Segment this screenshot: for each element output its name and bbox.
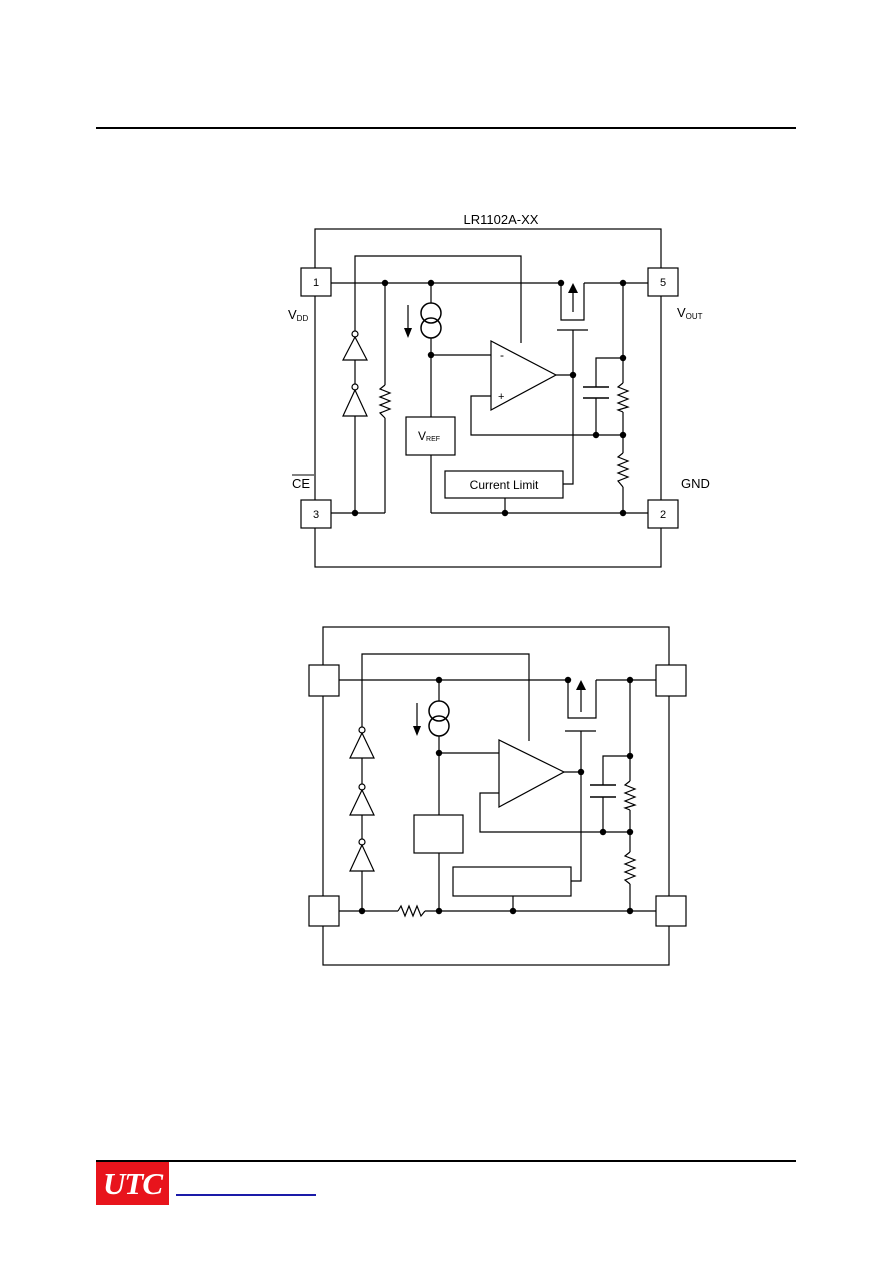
divider-resistor-bottom-2 [623,851,637,885]
cap-branch-wire [595,357,623,435]
pin-box-top-left [308,664,340,697]
current-source-ring-bottom-2 [428,715,450,737]
opamp-icon-2 [498,739,566,809]
pin-2-label: 2 [660,509,666,521]
junction-dot [381,279,389,287]
junction-dot [619,279,627,287]
utc-logo [96,1162,169,1205]
pmos-transistor-icon [557,283,588,485]
block-diagram-variant [308,626,687,966]
pmos-transistor-icon-2 [565,680,597,882]
pin-1-label: 1 [313,277,319,289]
junction-dot [435,907,443,915]
junction-dot [427,279,435,287]
junction-dot [626,907,634,915]
junction-dot [564,676,572,684]
junction-dot [599,828,607,836]
current-source-ring-top [420,302,442,324]
junction-dot [626,752,634,760]
junction-dot [435,749,443,757]
opamp-plus-sign: + [498,391,504,403]
junction-dot [358,907,366,915]
junction-dot [435,676,443,684]
junction-dot [501,509,509,517]
current-limit-box [444,470,564,499]
vdd-label: VDD [288,307,308,323]
gnd-label: GND [681,476,710,491]
junction-dot [427,351,435,359]
block-diagram-lr1102a: LR1102A-XX 1 5 3 2 VDD VOUT CE GND [288,212,710,568]
current-source-ring-bottom [420,317,442,339]
divider-resistor-bottom [616,452,630,488]
junction-dot [626,676,634,684]
inverter-2-icon [342,388,368,417]
inverter-1-icon [342,335,368,361]
divider-resistor-top-2 [623,780,637,811]
vref-box-2 [413,814,464,854]
pin-box-bottom-right [655,895,687,927]
junction-dot [619,354,627,362]
junction-dot [557,279,565,287]
pmos-arrow-icon [568,283,578,293]
utc-logo-text: UTC [103,1166,163,1201]
inverter-3-icon-2 [349,843,375,872]
junction-dot [592,431,600,439]
current-limit-box-2 [452,866,572,897]
opamp-plus-feedback-wire [470,395,623,436]
opamp-minus-sign: - [500,348,504,362]
pmos-arrow-icon-2 [576,680,586,690]
junction-dot [509,907,517,915]
pin-box-top-right [655,664,687,697]
diagram-title: LR1102A-XX [464,212,539,227]
inverter-2-icon-2 [349,788,375,816]
current-arrow-icon-2 [413,726,421,736]
pin-box-bottom-left [308,895,340,927]
opamp-plus-feedback-wire-2 [479,792,630,833]
current-source-ring-top-2 [428,700,450,722]
pin-5-label: 5 [660,277,666,289]
left-resistor [378,384,392,419]
divider-resistor-top [616,382,630,413]
package-outline [314,228,662,568]
pin-1-box [300,267,332,297]
vref-label: VREF [418,429,440,443]
junction-dot [619,509,627,517]
pin-2-box [647,499,679,529]
current-limit-label: Current Limit [470,478,539,492]
bottom-resistor-2 [397,904,426,918]
opamp-icon [490,340,558,412]
ce-label: CE [292,476,310,491]
top-loop-wire [354,255,522,343]
junction-dot [569,371,577,379]
junction-dot [351,509,359,517]
top-loop-wire-2 [361,653,530,741]
package-outline-2 [322,626,670,966]
vout-label: VOUT [677,305,703,321]
inverter-1-icon-2 [349,731,375,759]
footer-link-underline[interactable] [176,1194,316,1196]
current-arrow-icon [404,328,412,338]
junction-dot [626,828,634,836]
pin-3-box [300,499,332,529]
cap-branch-wire-2 [602,755,630,832]
pin-3-label: 3 [313,509,319,521]
junction-dot [577,768,585,776]
pin-5-box [647,267,679,297]
junction-dot [619,431,627,439]
